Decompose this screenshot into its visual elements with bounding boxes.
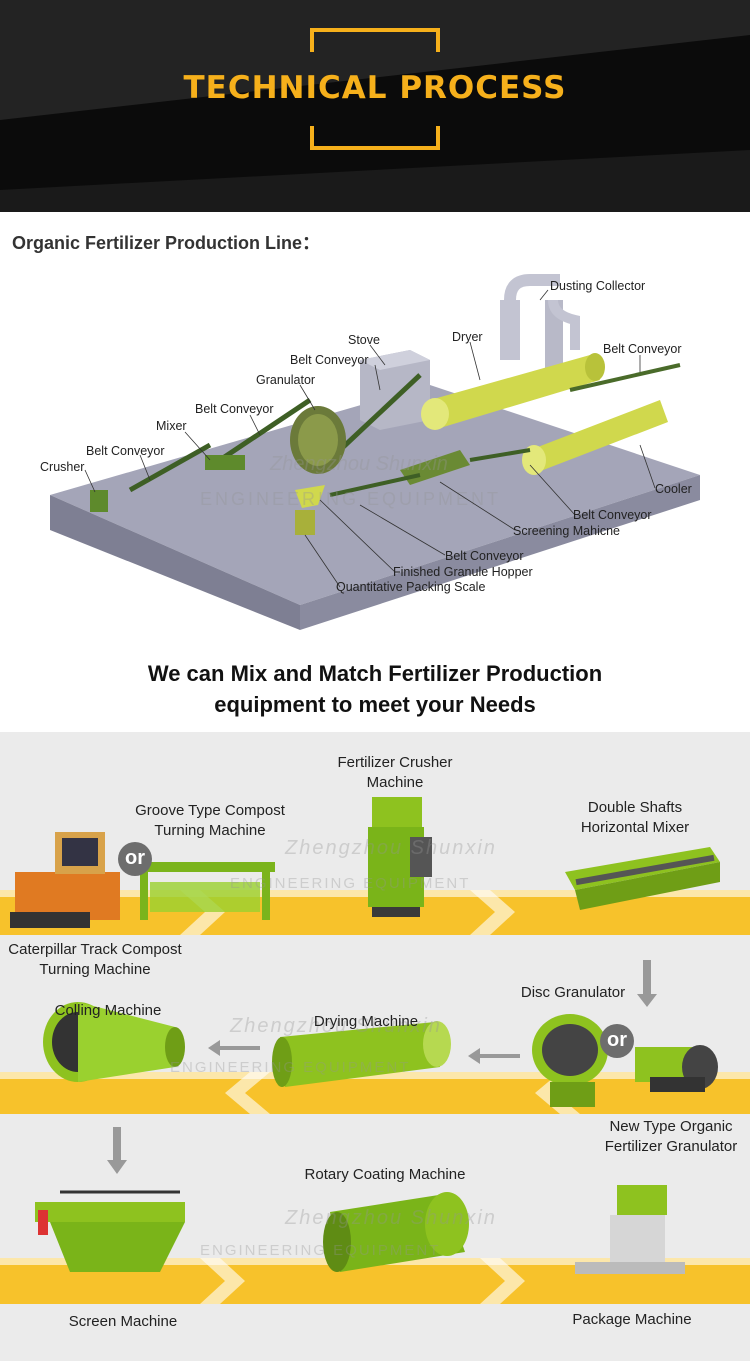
label-groove-turner-line2: Turning Machine — [154, 822, 266, 839]
groove-turner-machine — [135, 862, 275, 920]
label-belt-conveyor-crusher: Belt Conveyor — [86, 444, 165, 458]
label-drying-machine: Drying Machine — [313, 1013, 419, 1030]
package-machine — [575, 1185, 685, 1274]
header-title: TECHNICAL PROCESS — [183, 70, 567, 106]
label-belt-conveyor-screen: Belt Conveyor — [573, 508, 652, 522]
rotary-coating-machine-drum — [323, 1192, 469, 1272]
production-line-watermark: Zhengzhou Shunxin — [269, 453, 448, 475]
mix-match-heading-line2: equipment to meet your Needs — [214, 692, 536, 717]
label-groove-turner-line1: Groove Type Compost — [135, 802, 285, 819]
caterpillar-turner-machine — [10, 832, 120, 928]
flow-watermark-row1: Zhengzhou Shunxin — [285, 837, 497, 859]
label-screen-machine: Screen Machine — [68, 1313, 178, 1330]
platform — [50, 385, 700, 605]
production-line-title: Organic Fertilizer Production Line： — [12, 233, 321, 253]
label-mixer: Mixer — [156, 419, 187, 433]
label-dryer: Dryer — [452, 330, 483, 344]
granulator-machine — [290, 406, 346, 474]
dryer-machine — [421, 353, 605, 430]
flow-watermark-row3-sub: ENGINEERING EQUIPMENT — [200, 1242, 441, 1259]
label-granulator: Granulator — [256, 373, 315, 387]
label-quantitative-packing-scale: Quantitative Packing Scale — [336, 580, 485, 594]
label-dusting-collector: Dusting Collector — [550, 279, 645, 293]
crusher-machine — [90, 490, 108, 512]
flow-watermark-row2-sub: ENGINEERING EQUIPMENT — [170, 1059, 411, 1076]
flow-watermark-row3: Zhengzhou Shunxin — [285, 1207, 497, 1229]
label-package-machine: Package Machine — [572, 1311, 692, 1328]
label-rotary-coating: Rotary Coating Machine — [304, 1166, 466, 1183]
or-badge-turners: or — [118, 842, 152, 876]
stove-machine — [360, 350, 430, 430]
flow-watermark-row2: Zhengzhou Shunxin — [230, 1015, 442, 1037]
label-stove: Stove — [348, 333, 380, 347]
cooler-machine — [522, 400, 668, 475]
mix-match-heading-line1: We can Mix and Match Fertilizer Producti… — [147, 661, 603, 686]
new-type-granulator-machine — [635, 1045, 718, 1092]
label-belt-conveyor-top-right: Belt Conveyor — [603, 342, 682, 356]
header-banner: TECHNICAL PROCESS — [0, 0, 750, 212]
colling-machine-drum — [43, 1002, 185, 1082]
screen-machine-drum — [35, 1190, 185, 1272]
label-caterpillar-line2: Turning Machine — [39, 961, 151, 978]
label-disc-granulator: Disc Granulator — [520, 984, 626, 1001]
label-belt-conveyor-hopper: Belt Conveyor — [445, 549, 524, 563]
label-crusher: Crusher — [40, 460, 84, 474]
label-belt-conveyor-stove: Belt Conveyor — [290, 353, 369, 367]
production-line-watermark-2: ENGINEERING EQUIPMENT — [200, 489, 501, 509]
drying-machine-drum — [272, 1021, 451, 1087]
mixer-machine — [205, 455, 245, 470]
dusting-collector-machine — [500, 274, 580, 380]
label-caterpillar-line1: Caterpillar Track Compost — [8, 941, 182, 958]
label-screening-machine: Screening Mahicne — [513, 524, 620, 538]
fertilizer-crusher-machine — [368, 797, 432, 917]
disc-granulator-machine — [532, 1014, 608, 1107]
label-crusher-line2: Machine — [366, 774, 424, 791]
label-colling-machine: Colling Machine — [54, 1002, 162, 1019]
label-finished-granule-hopper: Finished Granule Hopper — [393, 565, 533, 579]
label-crusher-line1: Fertilizer Crusher — [337, 754, 453, 771]
label-belt-conveyor-mixer: Belt Conveyor — [195, 402, 274, 416]
label-new-granulator-line1: New Type Organic — [609, 1118, 733, 1135]
label-new-granulator-line2: Fertilizer Granulator — [604, 1138, 738, 1155]
equipment-flow-section: Zhengzhou Shunxin ENGINEERING EQUIPMENT … — [0, 732, 750, 1361]
production-line-diagram: Zhengzhou Shunxin ENGINEERING EQUIPMENT … — [40, 274, 700, 630]
flow-background — [0, 797, 750, 1304]
finished-granule-hopper-machine — [295, 485, 325, 535]
double-shaft-mixer-machine — [565, 847, 720, 910]
label-cooler: Cooler — [655, 482, 692, 496]
header-background — [0, 0, 750, 212]
label-mixer-line1: Double Shafts — [587, 799, 683, 816]
flow-watermark-row1-sub: ENGINEERING EQUIPMENT — [230, 875, 471, 892]
label-mixer-line2: Horizontal Mixer — [580, 819, 690, 836]
or-badge-granulators: or — [600, 1024, 634, 1058]
